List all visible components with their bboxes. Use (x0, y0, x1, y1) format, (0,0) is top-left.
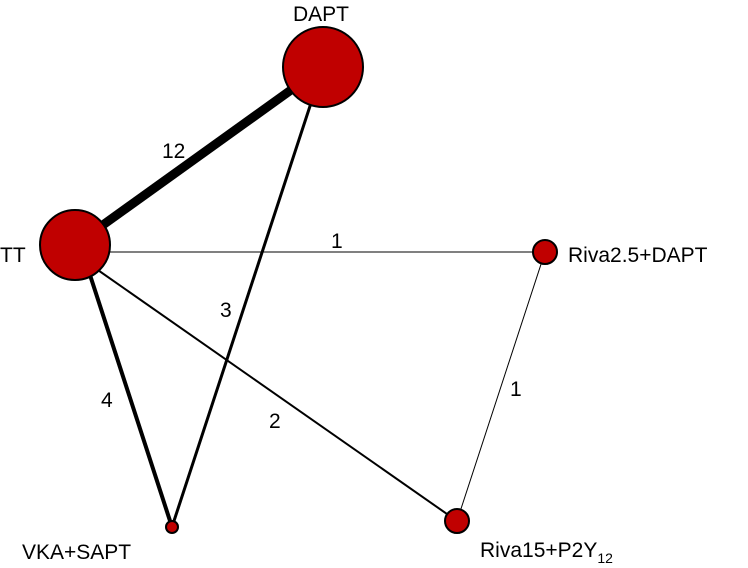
edge-tt-vka (88, 274, 174, 528)
edge-label-tt-vka: 4 (101, 389, 113, 412)
node-label-riva15-main: Riva15+P2Y (480, 539, 597, 562)
edge-label-dapt-vka: 3 (220, 299, 232, 322)
edge-label-riva25-riva15: 1 (510, 378, 522, 401)
node-label-riva15: Riva15+P2Y12 (480, 539, 613, 566)
edge-labels: 12 3 1 4 2 1 (101, 140, 522, 433)
node-tt (39, 209, 111, 281)
node-label-tt: TT (0, 244, 26, 267)
edge-riva25-riva15 (456, 251, 546, 522)
edge-label-tt-riva15: 2 (269, 410, 281, 433)
edge-dapt-vka (170, 99, 314, 528)
node-dapt (282, 26, 364, 108)
edge-label-tt-dapt: 12 (162, 140, 185, 163)
edge-label-tt-riva25: 1 (331, 230, 343, 253)
node-label-vka: VKA+SAPT (22, 541, 131, 564)
node-vka (165, 520, 179, 534)
node-label-dapt: DAPT (293, 3, 349, 26)
nodes (39, 26, 558, 534)
node-riva15 (444, 508, 470, 534)
node-label-riva15-sub: 12 (597, 550, 613, 566)
edge-tt-riva15 (94, 267, 458, 522)
node-riva25 (532, 239, 558, 265)
edges (72, 63, 546, 528)
edge-tt-dapt (72, 63, 326, 249)
node-label-riva25: Riva2.5+DAPT (568, 244, 708, 267)
node-labels: DAPT TT Riva2.5+DAPT VKA+SAPT Riva15+P2Y… (0, 3, 708, 566)
